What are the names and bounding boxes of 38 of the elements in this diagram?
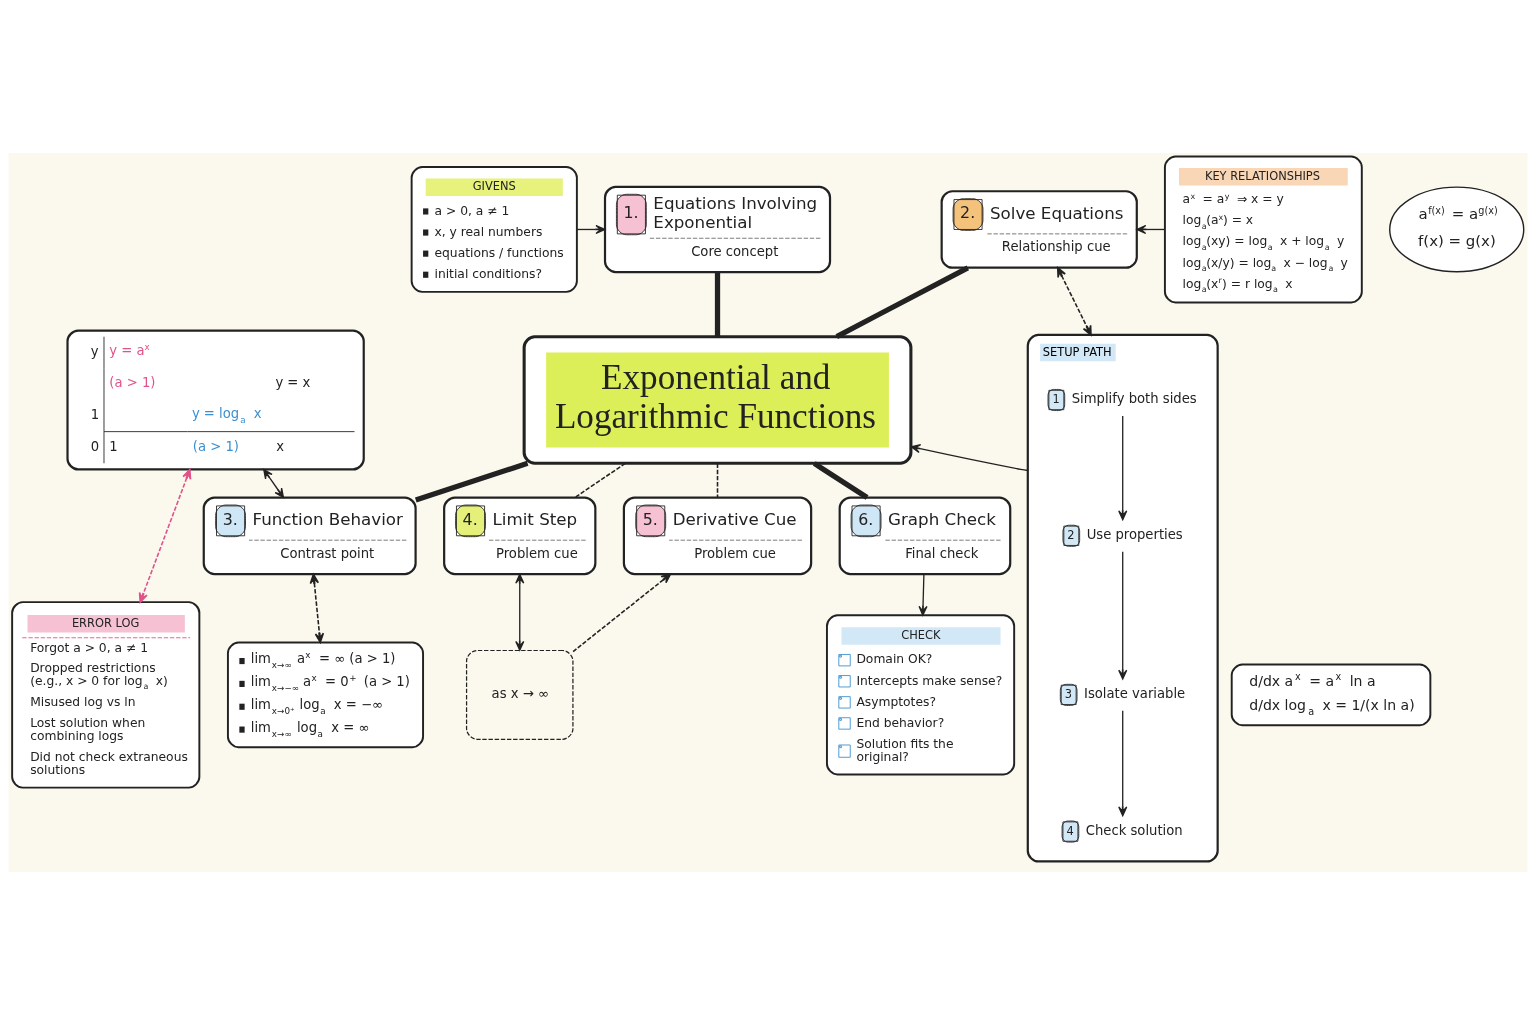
node-box: 6. Graph Check Final check — [838, 495, 1012, 575]
connector — [716, 462, 719, 498]
arrow — [1118, 414, 1128, 520]
node-box: 3. Function Behavior Contrast point — [202, 495, 417, 575]
node-label: Simplify both sides — [1071, 390, 1197, 406]
arrow — [138, 468, 192, 603]
node-box: GIVENS a > 0, a ≠ 1 x, y real numbers equations / functions initial conditions? — [410, 165, 578, 293]
node-box: 4. Limit Step Problem cue — [443, 495, 597, 575]
node-label: Isolate variable — [1084, 685, 1186, 701]
connector — [714, 272, 721, 336]
node-box: d/dx a$^{x}$ = a$^{x}$ ln a d/dx log$_{a}$ x = 1/(x ln a) — [1230, 663, 1432, 726]
arrow — [572, 572, 672, 652]
node-box: ERROR LOG Forgot a > 0, a ≠ 1 Dropped restrictions (e.g., x > 0 for log$_{a}$ x) Misused log vs ln Lost solution when combining logs Did not check extraneous solutions — [11, 600, 201, 789]
arrow — [1136, 224, 1166, 234]
node-box: CHECK Domain OK? Intercepts make sense? Asymptotes? End behavior? Solution fits the original? — [826, 613, 1016, 775]
node-box: lim$_{x→∞}$ a$^{x}$ = ∞ (a > 1) lim$_{x→−∞}$ a$^{x}$ = 0$^{+}$ (a > 1) lim$_{x→0⁺}$ log$_{a}$ x = −∞ lim$_{x→∞}$ log$_{a}$ x = ∞ — [226, 641, 425, 748]
arrow — [576, 224, 606, 234]
connector — [835, 264, 970, 339]
node-label: Use properties — [1086, 526, 1183, 542]
arrow — [910, 443, 1029, 471]
node-box: 5. Derivative Cue Problem cue — [622, 495, 813, 575]
connector — [812, 460, 869, 500]
node-box: 2. Solve Equations Relationship cue — [940, 189, 1138, 269]
arrow — [918, 573, 928, 616]
arrow — [1118, 709, 1128, 816]
node-box: as x → ∞ — [465, 649, 574, 740]
node-ellipse: a$^{f(x)}$ = a$^{g(x)}$ f(x) = g(x) — [1389, 185, 1525, 272]
arrow — [309, 573, 325, 643]
node-box: y y = a$^{x}$ (a > 1) y = x 1 y = log$_{a}$ x 0 1 (a > 1) x — [66, 328, 365, 471]
arrow — [1118, 550, 1128, 680]
connector — [414, 460, 529, 503]
arrow — [263, 468, 285, 498]
node-box: Exponential and Logarithmic Functions — [522, 334, 913, 465]
node-box: KEY RELATIONSHIPS a$^{x}$ = a$^{y}$ ⇒ x = y log$_{a}$(a$^{x}$) = x log$_{a}$(xy) = log$_{a}$ x + log$_{a}$ y log$_{a}$(x/y) = log$_{a}$ x − log$_{a}$ y log$_{a}$(x$^{r}$) = r log$_{a}$ x — [1163, 155, 1363, 303]
connector — [574, 462, 627, 498]
arrow — [1056, 266, 1092, 336]
node-label: Check solution — [1085, 822, 1183, 838]
arrow — [515, 573, 525, 651]
